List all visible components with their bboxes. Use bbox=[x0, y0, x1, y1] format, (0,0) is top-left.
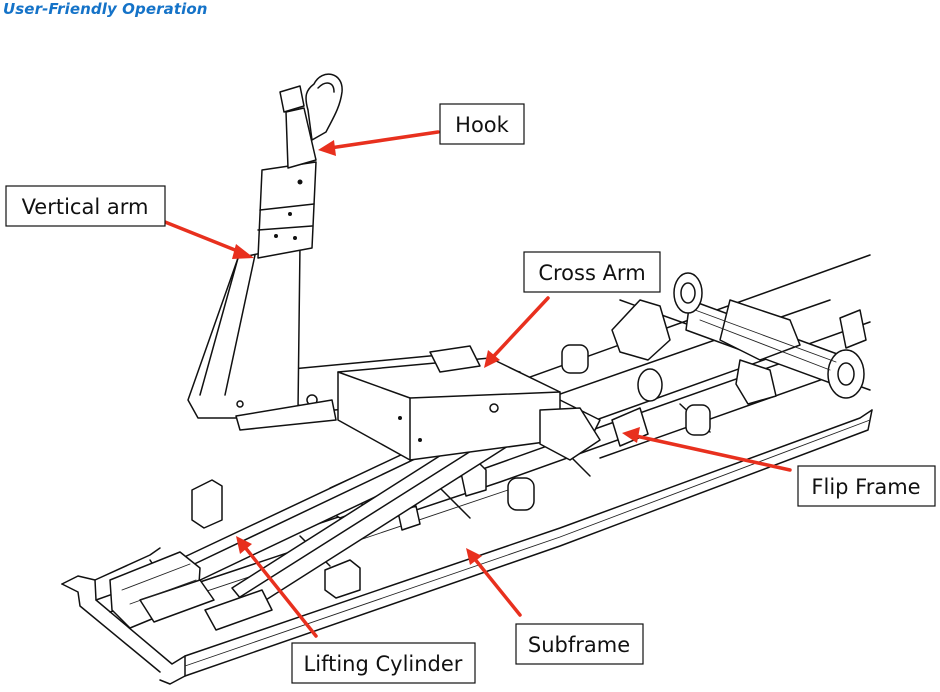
label-lifting-cylinder-text: Lifting Cylinder bbox=[304, 652, 463, 676]
arrow-hook bbox=[318, 130, 440, 156]
label-flip-frame-text: Flip Frame bbox=[811, 475, 920, 499]
arrow-subframe bbox=[466, 548, 522, 617]
arrow-flip-frame bbox=[622, 427, 792, 472]
page-title: User-Friendly Operation bbox=[3, 0, 208, 18]
label-hook: Hook bbox=[439, 103, 525, 145]
label-lifting-cylinder: Lifting Cylinder bbox=[291, 642, 476, 684]
label-vertical-arm-text: Vertical arm bbox=[22, 195, 149, 219]
label-hook-text: Hook bbox=[455, 113, 509, 137]
arrow-lifting-cylinder bbox=[236, 536, 318, 638]
vertical-arm-drawing bbox=[187, 161, 337, 431]
label-subframe-text: Subframe bbox=[528, 633, 630, 657]
arrow-vertical-arm bbox=[163, 220, 254, 259]
hook-drawing bbox=[279, 73, 343, 169]
label-vertical-arm: Vertical arm bbox=[5, 185, 166, 227]
arrow-cross-arm bbox=[484, 296, 550, 368]
label-cross-arm: Cross Arm bbox=[523, 251, 661, 293]
label-cross-arm-text: Cross Arm bbox=[538, 261, 645, 285]
label-flip-frame: Flip Frame bbox=[797, 465, 936, 507]
label-subframe: Subframe bbox=[515, 623, 644, 665]
arrows bbox=[163, 130, 792, 638]
cross-arm-drawing bbox=[226, 345, 601, 461]
